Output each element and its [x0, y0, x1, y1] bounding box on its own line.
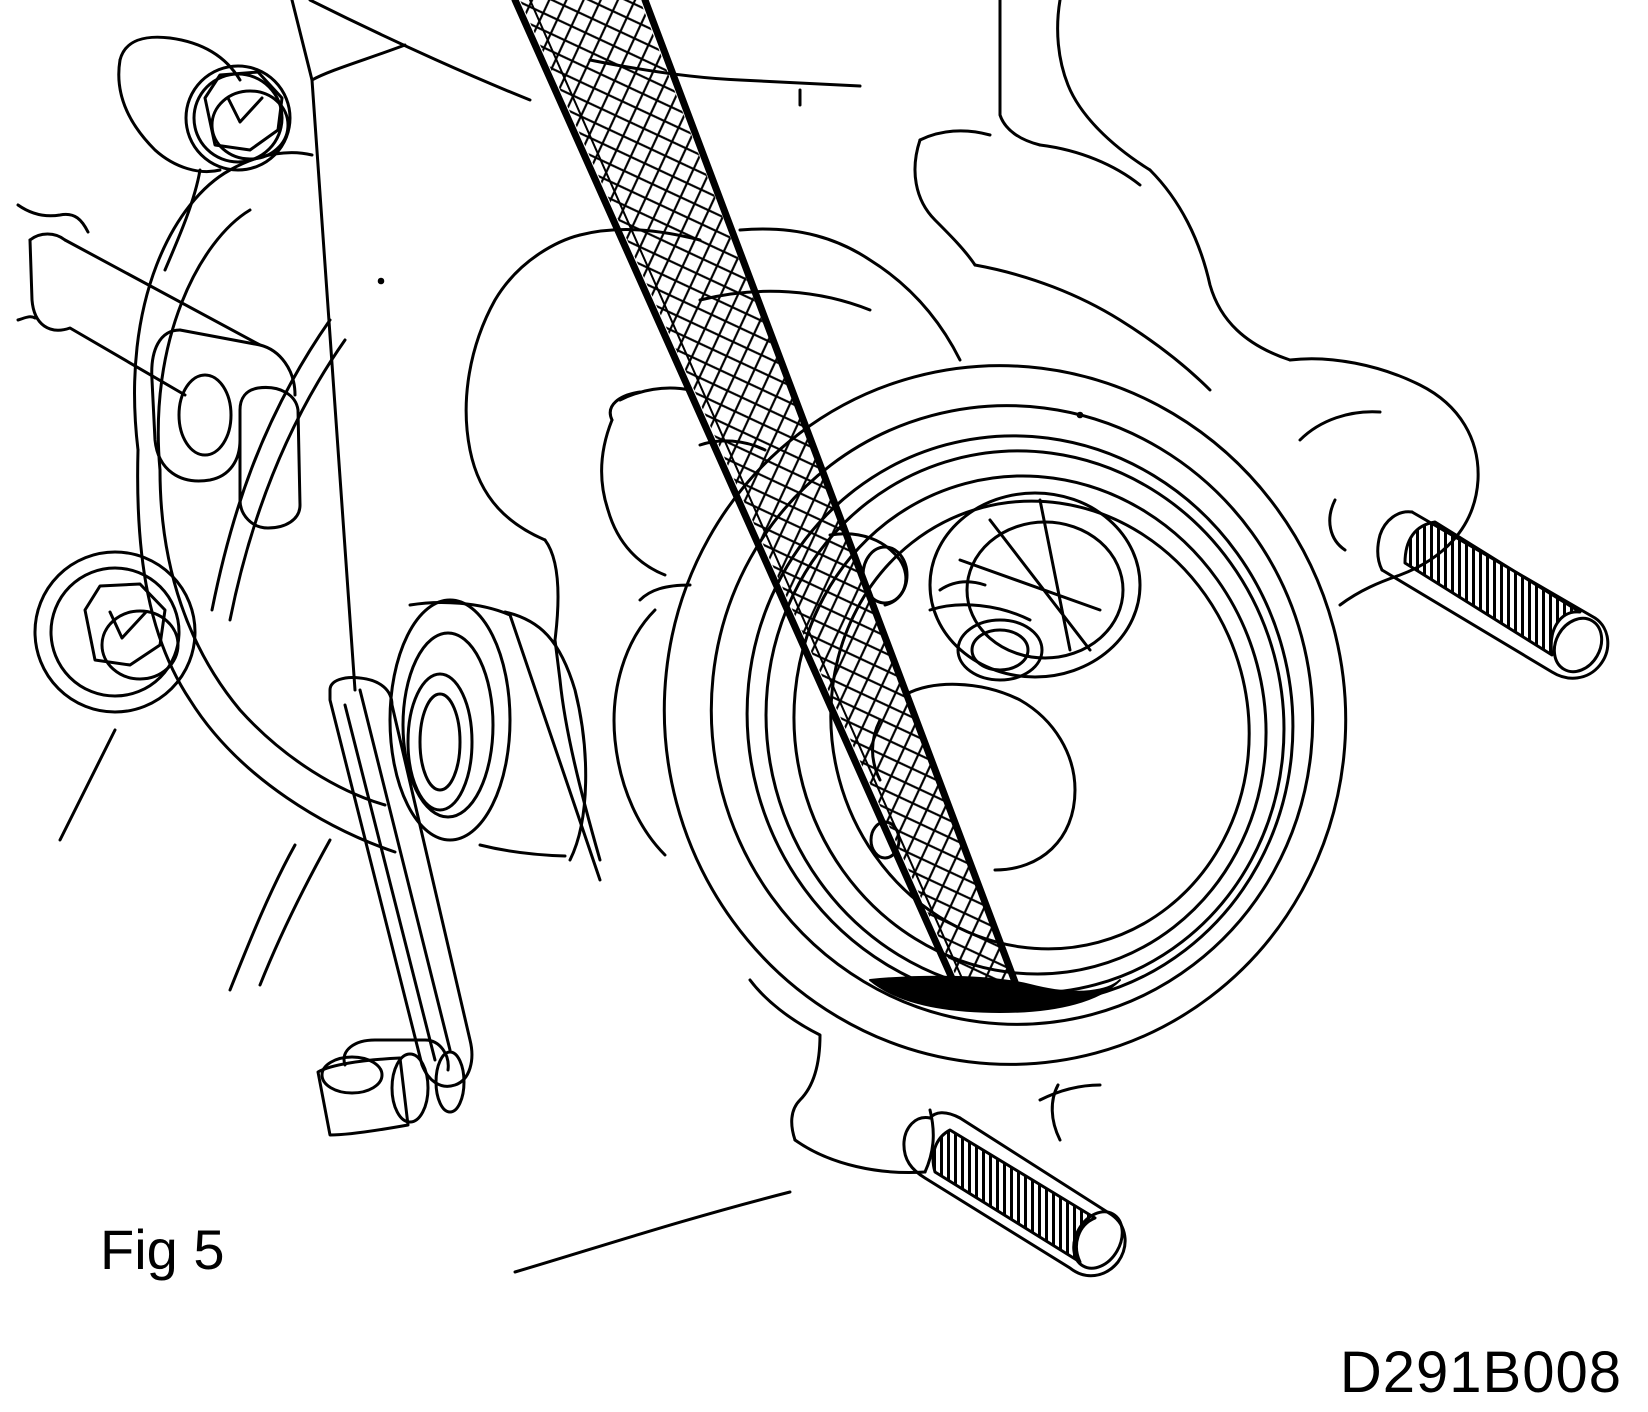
- reference-dot: [1076, 411, 1084, 419]
- threaded-stud-icon: [1376, 510, 1610, 680]
- pivot-boss: [388, 598, 602, 882]
- compressor-housing-body: [464, 227, 962, 862]
- lower-left-lines: [58, 728, 332, 992]
- figure-caption: Fig 5: [100, 1218, 225, 1281]
- bearing-housing-flange: [117, 0, 532, 854]
- document-code: D291B008: [1339, 1340, 1622, 1405]
- reference-dot: [377, 277, 385, 285]
- threaded-stud-icon: [902, 1111, 1127, 1278]
- hex-bolt-icon: [184, 64, 292, 172]
- knurled-file-icon: [511, 0, 1019, 989]
- hex-bolt-icon: [33, 550, 197, 714]
- wastegate-lever-arm: [316, 676, 474, 1137]
- wastegate-actuator-rod: [16, 203, 302, 530]
